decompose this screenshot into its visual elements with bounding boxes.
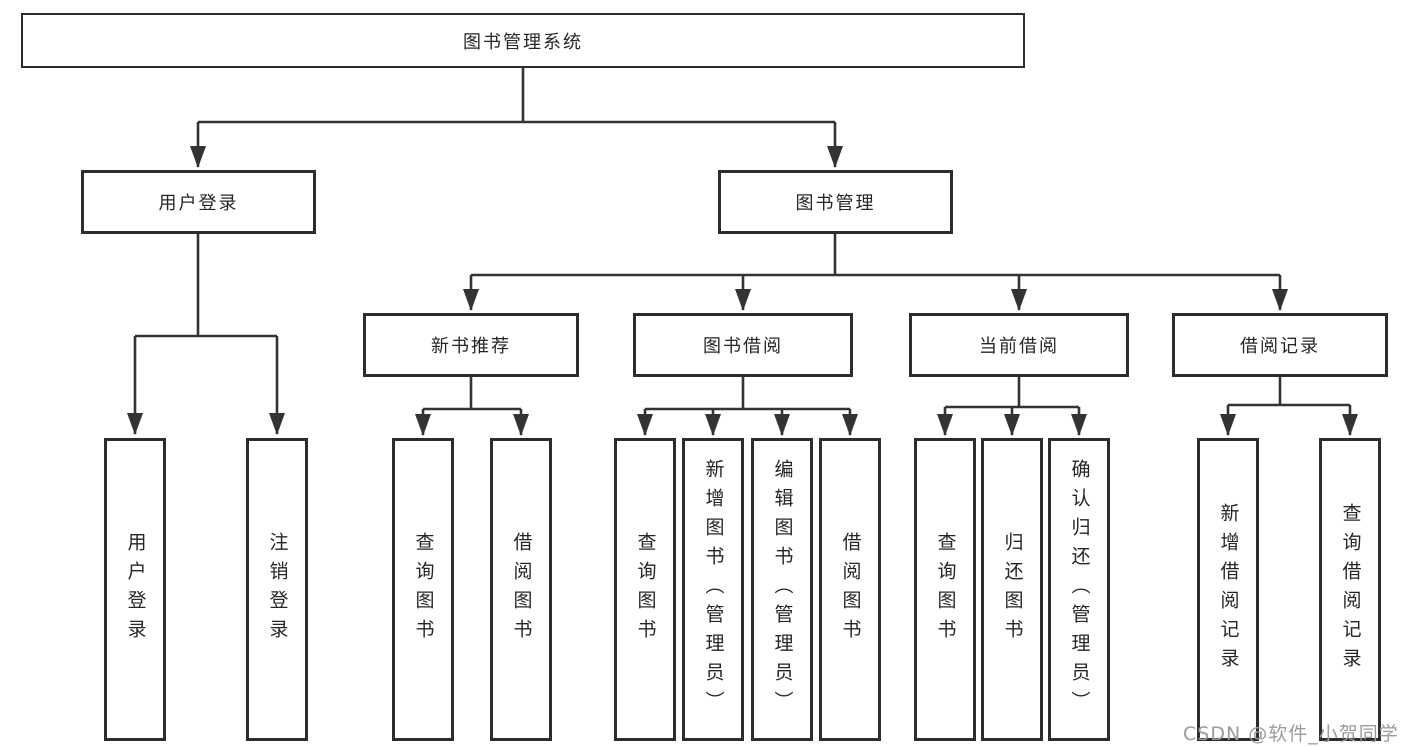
node-label: 图书管理 bbox=[795, 193, 876, 214]
node-label: 用户登录 bbox=[124, 531, 147, 648]
node-label: 借阅图书 bbox=[839, 531, 862, 648]
csdn-watermark: CSDN @软件_小贺同学 bbox=[1183, 723, 1399, 745]
leaf-query-books-borrow: 查询图书 bbox=[614, 438, 676, 741]
node-label: 图书管理系统 bbox=[463, 31, 583, 53]
node-label: 查询图书 bbox=[412, 531, 435, 648]
node-library-management-system: 图书管理系统 bbox=[21, 13, 1025, 68]
node-current-borrow: 当前借阅 bbox=[909, 313, 1129, 377]
leaf-return-books: 归还图书 bbox=[981, 438, 1043, 741]
node-label: 新增借阅记录 bbox=[1217, 502, 1240, 677]
node-label: 确认归还（管理员） bbox=[1068, 459, 1091, 720]
node-label: 当前借阅 bbox=[979, 336, 1059, 357]
node-label: 用户登录 bbox=[158, 193, 239, 214]
leaf-add-borrow-record: 新增借阅记录 bbox=[1197, 438, 1259, 741]
leaf-query-books-recommend: 查询图书 bbox=[392, 438, 454, 741]
connector-borrow-record-children bbox=[1220, 377, 1358, 436]
node-book-borrow: 图书借阅 bbox=[633, 313, 853, 377]
node-label: 注销登录 bbox=[266, 531, 289, 648]
node-user-login: 用户登录 bbox=[81, 170, 316, 234]
node-label: 图书借阅 bbox=[703, 336, 783, 357]
node-label: 编辑图书（管理员） bbox=[771, 459, 794, 720]
node-borrow-record: 借阅记录 bbox=[1172, 313, 1388, 377]
node-label: 新书推荐 bbox=[431, 336, 511, 357]
connector-user-login-children bbox=[127, 234, 285, 435]
leaf-query-books-current: 查询图书 bbox=[914, 438, 976, 741]
node-label: 查询图书 bbox=[634, 531, 657, 648]
leaf-edit-books-admin: 编辑图书（管理员） bbox=[751, 438, 813, 741]
leaf-query-borrow-record: 查询借阅记录 bbox=[1319, 438, 1381, 741]
node-book-management: 图书管理 bbox=[718, 170, 953, 234]
connector-new-book-children bbox=[415, 377, 529, 436]
node-label: 新增图书（管理员） bbox=[702, 459, 725, 720]
node-label: 查询图书 bbox=[934, 531, 957, 648]
node-label: 归还图书 bbox=[1001, 531, 1024, 648]
node-label: 借阅图书 bbox=[510, 531, 533, 648]
leaf-borrow-books: 借阅图书 bbox=[819, 438, 881, 741]
connector-root-to-level2 bbox=[190, 68, 843, 168]
leaf-user-login: 用户登录 bbox=[104, 438, 166, 741]
node-new-book-recommend: 新书推荐 bbox=[363, 313, 579, 377]
leaf-logout: 注销登录 bbox=[246, 438, 308, 741]
leaf-borrow-books-recommend: 借阅图书 bbox=[490, 438, 552, 741]
connector-current-borrow-children bbox=[937, 377, 1087, 436]
node-label: 查询借阅记录 bbox=[1339, 502, 1362, 677]
connector-book-management-children bbox=[463, 234, 1288, 311]
leaf-confirm-return-admin: 确认归还（管理员） bbox=[1048, 438, 1110, 741]
node-label: 借阅记录 bbox=[1240, 336, 1320, 357]
connector-book-borrow-children bbox=[637, 377, 858, 436]
leaf-add-books-admin: 新增图书（管理员） bbox=[682, 438, 744, 741]
